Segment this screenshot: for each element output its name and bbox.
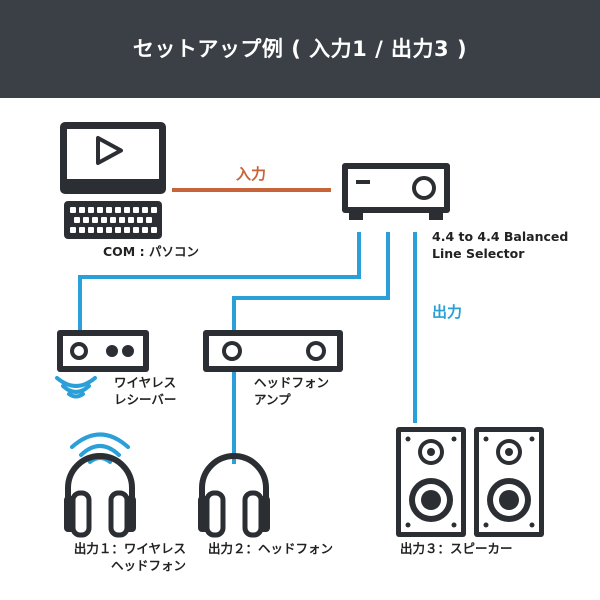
- connection-lines: [78, 188, 417, 464]
- headphones-icon: [198, 453, 270, 538]
- keyboard-key: [115, 227, 121, 233]
- keyboard-key: [124, 207, 130, 213]
- keyboard-key: [137, 217, 143, 223]
- screw: [405, 522, 411, 528]
- keyboard-key: [133, 207, 139, 213]
- keyboard-key: [97, 207, 103, 213]
- monitor-icon: [60, 122, 166, 194]
- wireless-headphones-icon: [64, 453, 136, 538]
- header-bar: セットアップ例 ( 入力1 / 出力3 ): [0, 0, 600, 98]
- keyboard-key: [128, 217, 134, 223]
- keyboard-key: [151, 207, 157, 213]
- keyboard-key: [88, 227, 94, 233]
- keyboard-key: [74, 217, 80, 223]
- keyboard-key: [70, 227, 76, 233]
- receiver-label-line2: レシーバー: [114, 392, 177, 407]
- keyboard-key: [101, 217, 107, 223]
- selector-label-line1: 4.4 to 4.4 Balanced: [432, 229, 569, 244]
- keyboard-key: [115, 207, 121, 213]
- tweeter-dome: [505, 448, 513, 456]
- pc-label: COM : パソコン: [103, 244, 199, 259]
- keyboard-key: [97, 227, 103, 233]
- woofer-cone: [499, 490, 519, 510]
- output1-label-line1: 出力１：ワイヤレス: [73, 541, 186, 556]
- keyboard-key: [119, 217, 125, 223]
- wireless-receiver-icon: [57, 330, 149, 372]
- keyboard-key: [110, 217, 116, 223]
- selector-label-line2: Line Selector: [432, 246, 525, 261]
- screw: [529, 522, 535, 528]
- output1-label-line2: ヘッドフォン: [110, 558, 186, 573]
- keyboard-key: [88, 207, 94, 213]
- keyboard-key: [83, 217, 89, 223]
- output-line-receiver: [78, 232, 361, 330]
- keyboard-key: [124, 227, 130, 233]
- screw: [451, 436, 457, 442]
- screw: [483, 436, 489, 442]
- keyboard-key: [79, 227, 85, 233]
- keyboard-key: [133, 227, 139, 233]
- output3-label: 出力３：スピーカー: [400, 541, 513, 556]
- keyboard-key: [106, 207, 112, 213]
- keyboard-key: [79, 207, 85, 213]
- keyboard-icon: [64, 201, 162, 239]
- output-line-amp: [232, 232, 390, 330]
- headphone-amp-icon: [203, 330, 343, 372]
- keyboard-key: [146, 217, 152, 223]
- keyboard-key: [70, 207, 76, 213]
- woofer-cone: [421, 490, 441, 510]
- output-label: 出力: [432, 303, 463, 321]
- input-label: 入力: [236, 165, 267, 183]
- keyboard-key: [142, 207, 148, 213]
- speaker-icon: [474, 427, 544, 537]
- receiver-signal-icon: [55, 376, 97, 399]
- tweeter-dome: [427, 448, 435, 456]
- keyboard-key: [142, 227, 148, 233]
- screw: [483, 522, 489, 528]
- amp-label-line2: アンプ: [254, 392, 291, 407]
- screw: [529, 436, 535, 442]
- output2-label: 出力２：ヘッドフォン: [208, 541, 334, 556]
- screw: [451, 522, 457, 528]
- keyboard-key: [106, 227, 112, 233]
- screw: [405, 436, 411, 442]
- page-title: セットアップ例 ( 入力1 / 出力3 ): [132, 37, 468, 61]
- keyboard-key: [92, 217, 98, 223]
- amp-label-line1: ヘッドフォン: [254, 375, 330, 390]
- speaker-icon: [396, 427, 466, 537]
- keyboard-key: [151, 227, 157, 233]
- selector-box-icon: [342, 163, 450, 220]
- receiver-label-line1: ワイヤレス: [114, 375, 177, 390]
